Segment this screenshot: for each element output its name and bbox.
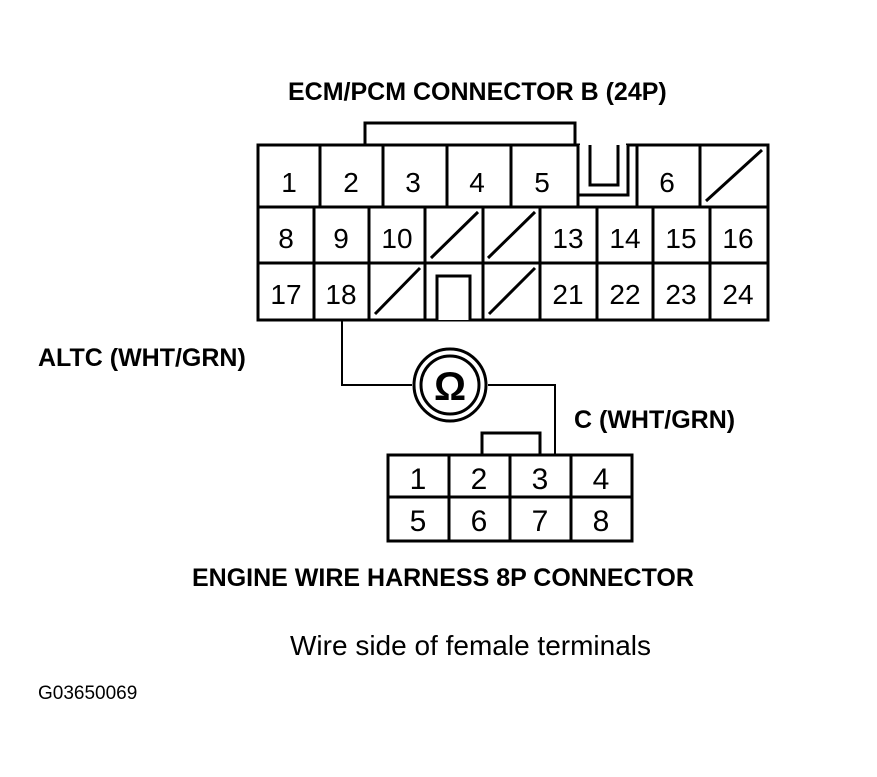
engine-lock-tab [480,431,542,457]
engine-pin: 8 [593,505,610,538]
engine-connector [386,431,634,543]
ecm-pin: 5 [534,167,550,198]
figure-code: G03650069 [38,683,137,704]
altc-wire [341,320,412,386]
engine-pin: 1 [410,463,427,496]
ecm-pin: 1 [281,167,297,198]
ecm-lock-tab [363,121,577,147]
c-label: C (WHT/GRN) [574,406,735,434]
engine-pin: 2 [471,463,488,496]
ohmmeter-symbol: Ω [412,347,488,423]
ecm-pin: 18 [325,279,356,310]
ecm-pin: 14 [609,223,640,254]
ecm-pin: 8 [278,223,294,254]
engine-pin: 4 [593,463,610,496]
ecm-connector [256,121,770,322]
ecm-pin: 10 [381,223,412,254]
ecm-connector-title: ECM/PCM CONNECTOR B (24P) [288,78,667,106]
c-wire [488,384,556,455]
ecm-pin-row-1: 1 2 3 4 5 6 [281,167,675,198]
ecm-pin-row-3: 17 18 21 22 23 24 [270,279,753,310]
ohm-icon: Ω [434,365,466,409]
ecm-pin: 13 [552,223,583,254]
ecm-pin: 3 [405,167,421,198]
ecm-pin: 2 [343,167,359,198]
engine-connector-title: ENGINE WIRE HARNESS 8P CONNECTOR [192,564,694,592]
ecm-pin: 15 [665,223,696,254]
engine-pin: 5 [410,505,427,538]
ecm-pin-row-2: 8 9 10 13 14 15 16 [278,223,753,254]
engine-pin-row-2: 5 6 7 8 [410,505,610,538]
ecm-pin: 16 [722,223,753,254]
ecm-pin: 21 [552,279,583,310]
ecm-pin: 24 [722,279,753,310]
ecm-pin: 4 [469,167,485,198]
ecm-pin: 6 [659,167,675,198]
altc-label: ALTC (WHT/GRN) [38,344,246,372]
engine-pin: 7 [532,505,549,538]
engine-pin: 6 [471,505,488,538]
ecm-pin: 9 [333,223,349,254]
ecm-pin: 17 [270,279,301,310]
engine-pin: 3 [532,463,549,496]
ecm-pin: 23 [665,279,696,310]
engine-pin-row-1: 1 2 3 4 [410,463,610,496]
ecm-pin: 22 [609,279,640,310]
caption: Wire side of female terminals [290,630,651,661]
